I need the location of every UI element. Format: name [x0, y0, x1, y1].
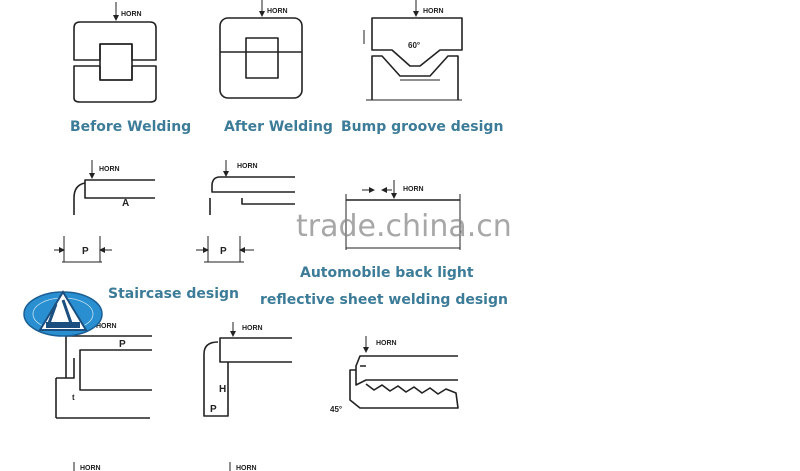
horn-label: HORN	[267, 8, 288, 15]
before-welding-drawing: HORN	[73, 2, 157, 103]
dim-a-label: A	[122, 198, 129, 209]
caption-staircase: Staircase design	[108, 286, 239, 302]
caption-after-welding: After Welding	[224, 119, 333, 135]
shear-joint-2-drawing: HORN H P	[203, 322, 292, 417]
caption-before-welding: Before Welding	[70, 119, 191, 135]
after-welding-drawing: HORN	[219, 0, 303, 99]
caption-automobile-line2: reflective sheet welding design	[260, 292, 508, 308]
horn-label: HORN	[99, 166, 120, 173]
automobile-backlight-drawing: HORN	[345, 180, 461, 250]
dim-p-label: P	[220, 246, 227, 257]
staircase-drawing: HORN A P	[54, 160, 155, 263]
horn-label: HORN	[121, 11, 142, 18]
horn-label: HORN	[423, 8, 444, 15]
horn-label: HORN	[403, 186, 424, 193]
dim-t-label: t	[72, 393, 75, 402]
shear-joint-drawing: HORN P	[196, 160, 295, 263]
horn-label: HORN	[376, 340, 397, 347]
row4-partial-drawings: HORN HORN	[73, 462, 257, 471]
serrated-joint-drawing: HORN 45°	[330, 336, 459, 414]
horn-label: HORN	[237, 163, 258, 170]
caption-automobile-line1: Automobile back light	[300, 265, 474, 281]
horn-label: HORN	[80, 465, 101, 471]
horn-label: HORN	[236, 465, 257, 471]
horn-label: HORN	[242, 325, 263, 332]
caption-bump-groove: Bump groove design	[341, 119, 503, 135]
dim-p-label: P	[119, 339, 126, 350]
step-joint-drawing: HORN P t	[55, 323, 152, 419]
dim-p-label: P	[82, 246, 89, 257]
dim-p-label: P	[210, 404, 217, 415]
horn-label: HORN	[96, 323, 117, 330]
angle-60-label: 60°	[408, 41, 420, 50]
dim-h-label: H	[219, 384, 226, 395]
bump-groove-drawing: HORN 60°	[363, 0, 463, 101]
watermark: trade.china.cn	[296, 209, 512, 244]
angle-45-label: 45°	[330, 405, 342, 414]
company-logo	[23, 290, 103, 337]
